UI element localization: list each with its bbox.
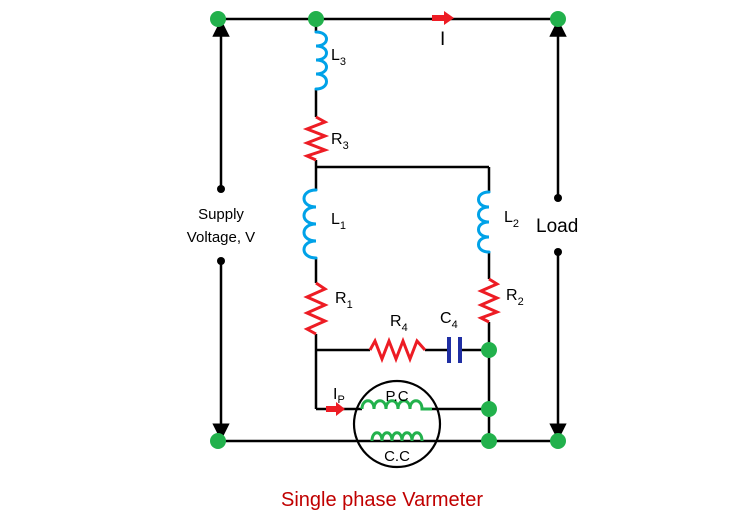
- label-l2: L2: [504, 209, 519, 230]
- label-pressure-coil: P.C: [385, 388, 408, 405]
- supply-arrow-dot-bottom: [217, 257, 225, 265]
- wattmeter-circle: [352, 379, 442, 469]
- capacitor-c4: [447, 337, 462, 363]
- label-ip: IP: [333, 386, 345, 406]
- node-top-right: [550, 11, 566, 27]
- label-l1: L1: [331, 211, 346, 232]
- load-arrow-dot-bottom: [554, 248, 562, 256]
- label-load: Load: [536, 216, 578, 237]
- node-bottom-right: [550, 433, 566, 449]
- label-c4: C4: [440, 310, 458, 331]
- wattmeter: [352, 379, 442, 469]
- label-supply-line1: Supply: [198, 206, 244, 223]
- node-top-left: [210, 11, 226, 27]
- diagram-caption: Single phase Varmeter: [281, 489, 483, 511]
- label-current-i: I: [440, 29, 445, 50]
- node-c4-junction: [481, 342, 497, 358]
- label-r1: R1: [335, 290, 353, 311]
- resistor-r4: [368, 336, 427, 364]
- resistor-r1: [303, 281, 329, 336]
- inductor-l1: [302, 188, 318, 260]
- circuit-wires: [218, 17, 558, 443]
- supply-voltage-arrows: [212, 19, 230, 441]
- label-r3: R3: [331, 131, 349, 152]
- load-arrows: [549, 19, 567, 441]
- node-bottom-left: [210, 433, 226, 449]
- pressure-coil: [360, 399, 432, 411]
- label-supply-line2: Voltage, V: [187, 229, 255, 246]
- label-r2: R2: [506, 287, 524, 308]
- inductor-l2: [477, 190, 491, 254]
- supply-arrow-dot-top: [217, 185, 225, 193]
- resistor-r3: [302, 115, 330, 162]
- load-arrow-dot-top: [554, 194, 562, 202]
- node-top-middle: [308, 11, 324, 27]
- label-l3: L3: [331, 47, 346, 68]
- node-pressure-coil-junction: [481, 401, 497, 417]
- current-arrow-i: [432, 11, 454, 25]
- current-arrow-ip: [326, 402, 345, 416]
- label-r4: R4: [390, 313, 408, 334]
- node-bottom-middle: [481, 433, 497, 449]
- resistor-r2: [477, 277, 501, 324]
- label-current-coil: C.C: [384, 448, 410, 465]
- current-coil: [370, 431, 424, 442]
- inductor-l3: [314, 30, 328, 91]
